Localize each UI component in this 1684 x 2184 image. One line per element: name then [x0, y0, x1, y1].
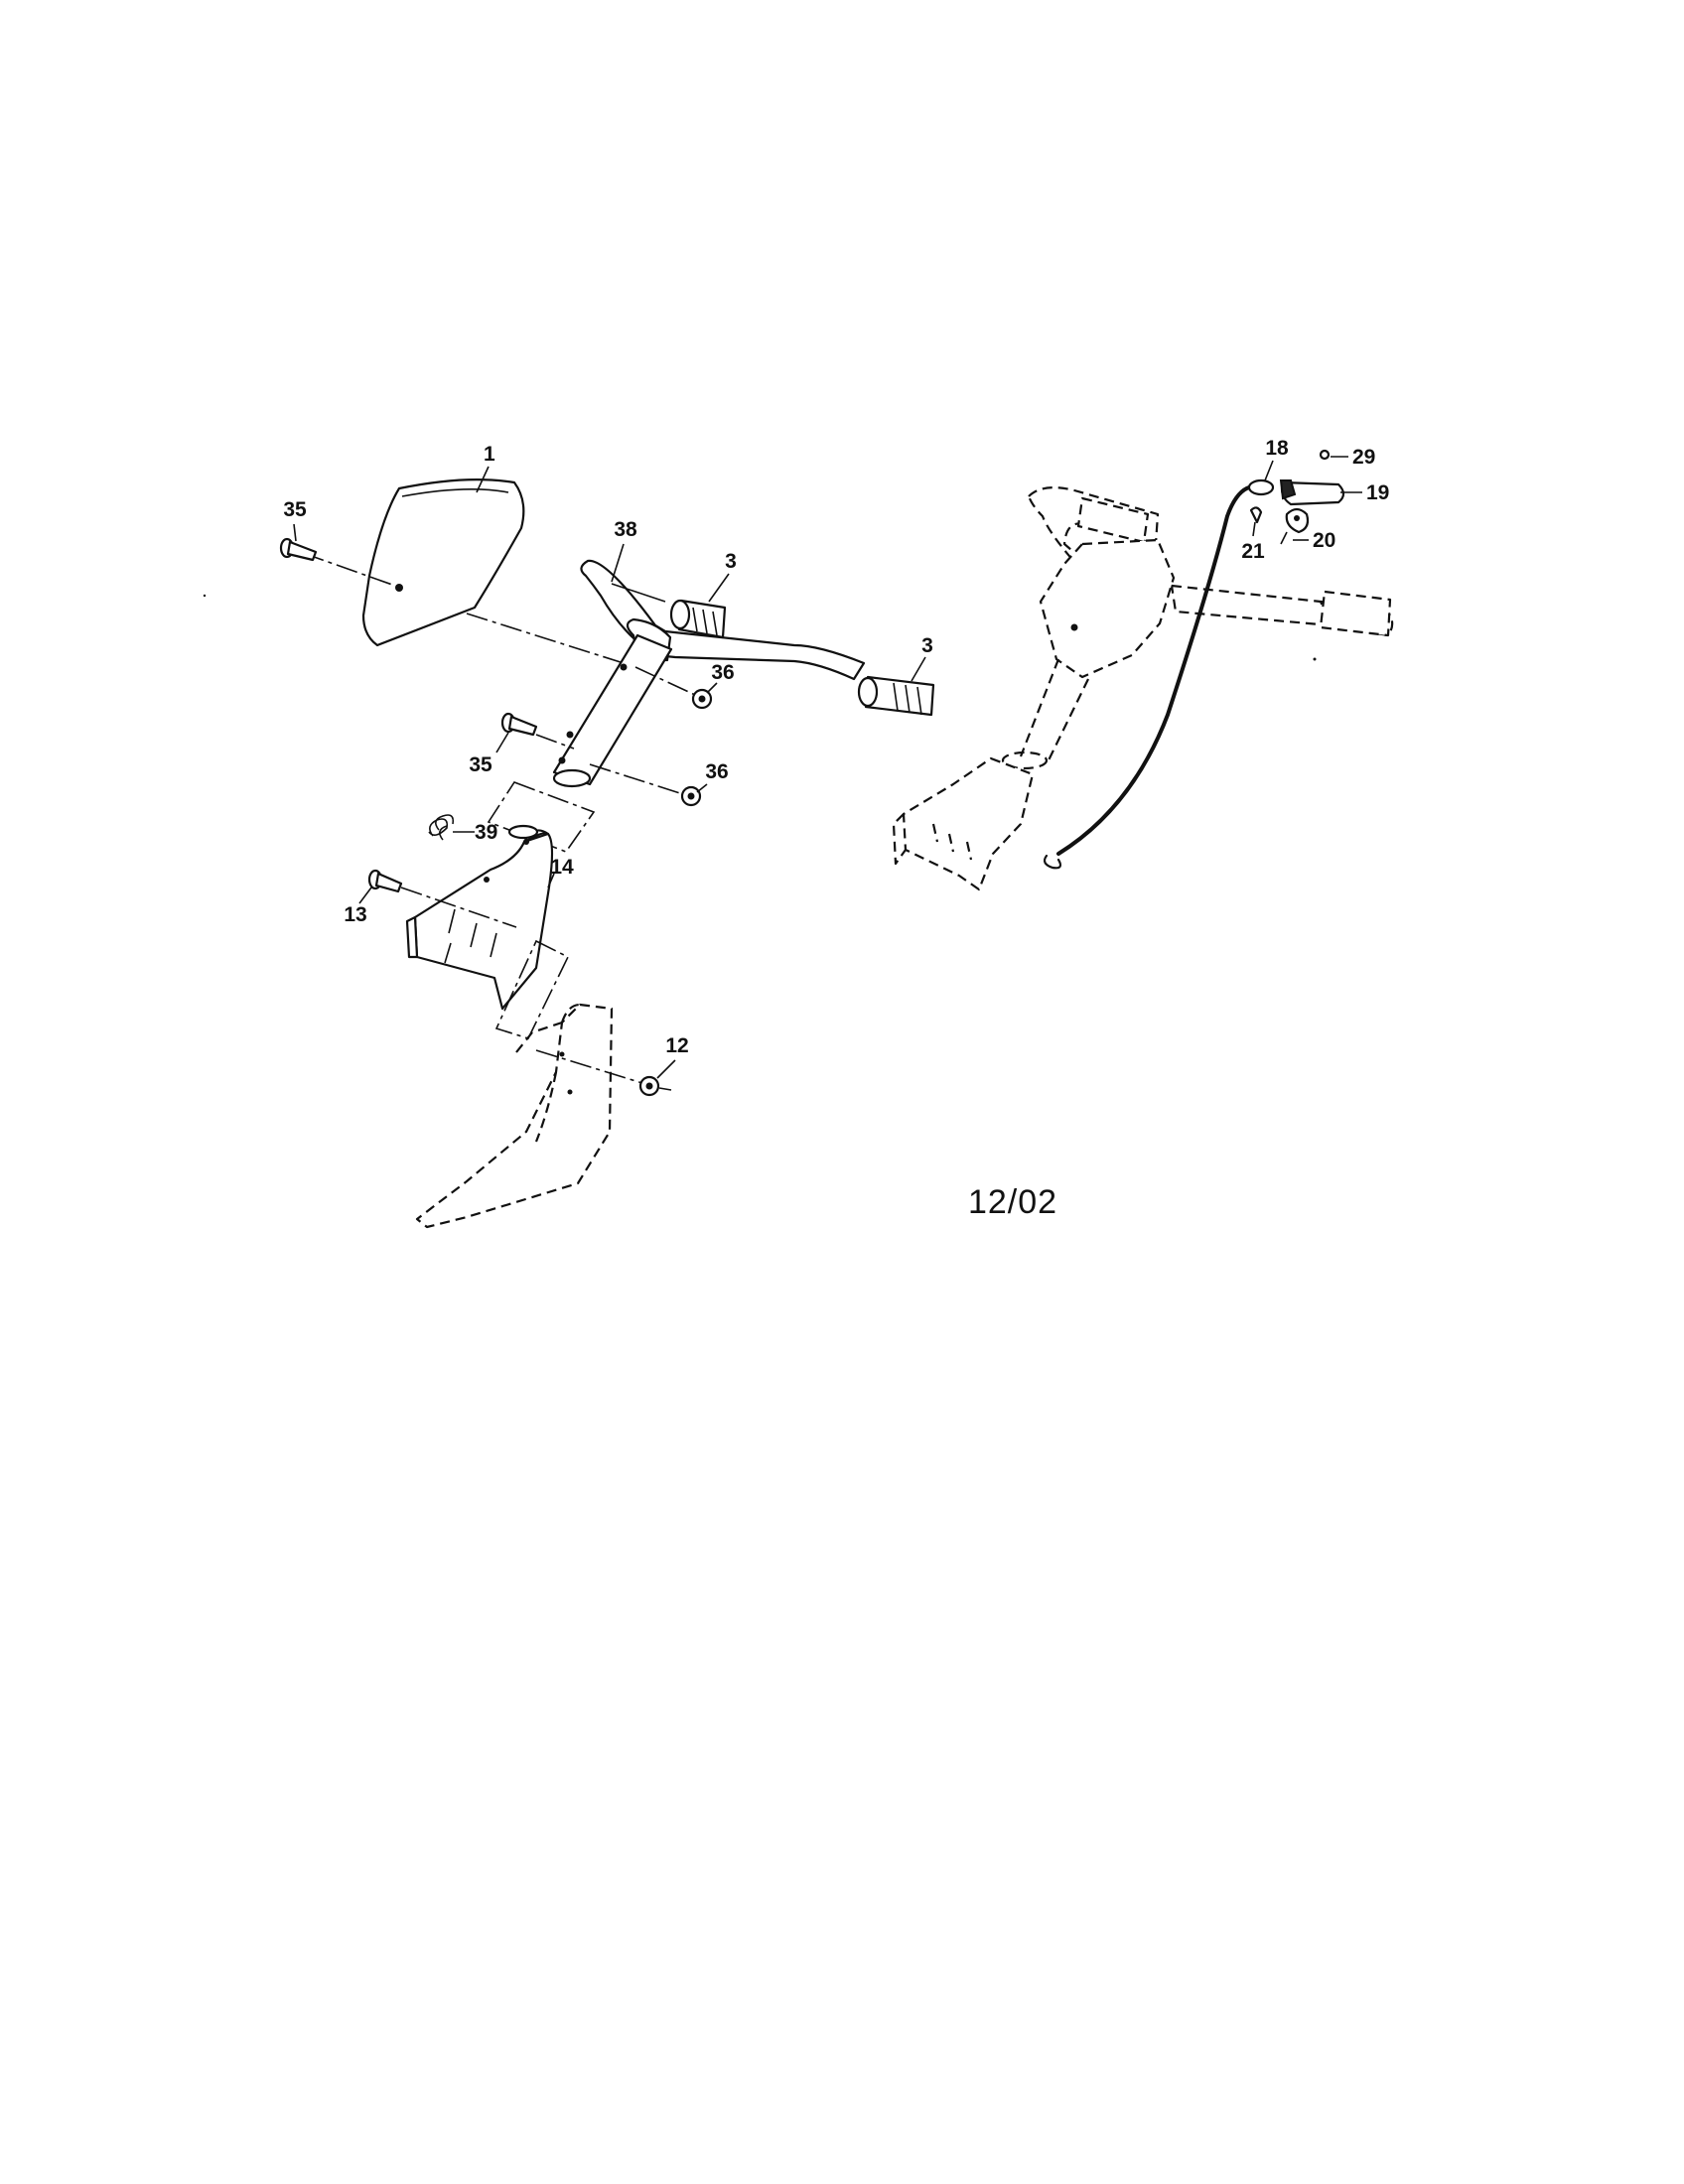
assembly-centerline — [302, 552, 396, 587]
part-13-bolt — [367, 869, 403, 893]
leader-12 — [656, 1059, 676, 1079]
stray-mark — [1313, 657, 1317, 661]
part-3-grip-upper — [669, 599, 727, 639]
leader-3-upper — [708, 573, 730, 603]
assembly-centerline — [535, 1049, 646, 1085]
callout-12: 12 — [665, 1034, 688, 1057]
part-12-nut — [638, 1075, 672, 1097]
callout-20: 20 — [1313, 529, 1335, 552]
callout-14: 14 — [550, 856, 574, 879]
leader-36-lower — [696, 783, 708, 793]
leader-1 — [476, 466, 490, 493]
stray-mark — [203, 594, 207, 598]
date-code: 12/02 — [968, 1183, 1057, 1221]
callout-36-upper: 36 — [711, 661, 734, 684]
part-35-bolt-upper — [279, 537, 318, 562]
callout-35-middle: 35 — [469, 753, 492, 776]
assembly-centerline — [589, 763, 684, 795]
right-assembly-phantom — [892, 485, 1394, 891]
callout-35-upper: 35 — [283, 498, 307, 521]
assembly-alignment-box — [487, 781, 596, 853]
leader-38 — [611, 543, 625, 583]
callout-18: 18 — [1265, 437, 1289, 460]
leader-35-middle — [495, 732, 509, 753]
callout-21: 21 — [1241, 540, 1265, 563]
leader-21 — [1252, 521, 1256, 537]
part-39-spring — [428, 814, 455, 841]
part-38-handlebar — [552, 559, 866, 788]
part-35-bolt-middle — [500, 712, 538, 737]
callout-38: 38 — [614, 518, 637, 541]
leader-18 — [1264, 460, 1274, 481]
callout-3-upper: 3 — [725, 550, 737, 573]
leader-13 — [358, 887, 372, 904]
callout-29: 29 — [1352, 446, 1375, 469]
part-14-lower-bracket — [405, 824, 554, 1011]
assembly-centerline — [400, 887, 517, 928]
callout-1: 1 — [484, 443, 495, 466]
callout-19: 19 — [1366, 481, 1389, 504]
part-18-cable-fitting — [1247, 478, 1275, 496]
leader-3-right — [911, 656, 926, 682]
leader-35-upper — [293, 523, 297, 542]
callout-39: 39 — [475, 821, 497, 844]
callout-36-lower: 36 — [705, 760, 728, 783]
assembly-centerline — [535, 734, 575, 750]
assembly-centerline — [466, 613, 625, 664]
part-36-nut-upper — [691, 688, 713, 710]
tiller-frame-phantom — [415, 1003, 614, 1229]
part-3-grip-right — [857, 675, 935, 717]
callout-13: 13 — [344, 903, 366, 926]
part-1-handle-shield — [361, 478, 525, 647]
part-21-screw — [1249, 506, 1263, 524]
throttle-cable — [1043, 484, 1255, 870]
part-36-nut-lower — [680, 785, 702, 807]
callout-3-right: 3 — [921, 634, 933, 657]
assembly-centerline — [634, 666, 696, 696]
leader-14 — [547, 873, 555, 888]
leader-36-upper — [706, 682, 718, 694]
part-19-throttle-lever — [1279, 479, 1345, 506]
part-29-pin — [1319, 449, 1331, 461]
part-20-mounting-clip — [1280, 507, 1310, 545]
